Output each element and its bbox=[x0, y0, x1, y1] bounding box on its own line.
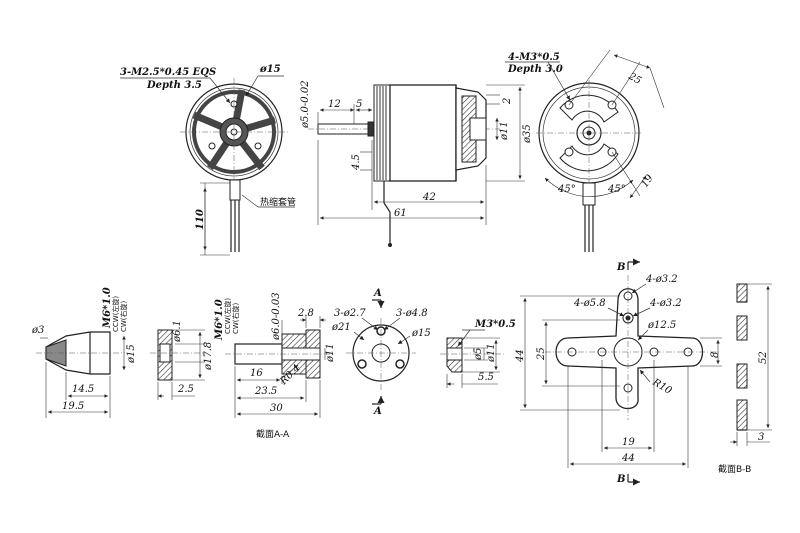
mount-hole-1: 4-ø3.2 bbox=[645, 274, 678, 285]
mount-section-b-bottom: B bbox=[616, 474, 625, 485]
nut-dim-11: ø11 bbox=[486, 343, 497, 363]
mount-dim-8: 8 bbox=[710, 352, 721, 358]
mount-dim-44-v: 44 bbox=[515, 349, 526, 363]
mount-dim-25: 25 bbox=[536, 347, 547, 361]
adapter-dim-16: 16 bbox=[250, 368, 263, 379]
mount-section-bb: 52 3 截面B-B bbox=[718, 283, 772, 475]
motor-side-view: 61 42 12 5 ø5.0-0.02 4.5 2 ø11 ø35 bbox=[300, 80, 533, 247]
mount-dim-19: 19 bbox=[622, 437, 635, 448]
front-angle-2: 45° bbox=[607, 184, 626, 195]
mount-hole-3: 4-ø3.2 bbox=[649, 298, 682, 309]
motor-rear-view: 110 热缩套管 3-M2.5*0.45 EQS Depth 3.5 ø15 bbox=[120, 64, 296, 256]
adapter-dim-2-8: 2.8 bbox=[297, 308, 314, 319]
front-angle-1: 45° bbox=[557, 184, 576, 195]
prop-collar: ø6.1 ø17.8 2.5 bbox=[150, 320, 214, 400]
front-dim-25: 25 bbox=[626, 71, 643, 87]
side-dim-5: 5 bbox=[356, 99, 362, 110]
flange-section-a-top: A bbox=[373, 288, 382, 299]
adapter-dim-6: ø6.0-0.03 bbox=[271, 292, 282, 341]
mount-section-b-top: B bbox=[616, 262, 625, 273]
mount-dim-12-5: ø12.5 bbox=[647, 320, 676, 331]
rear-depth-note: Depth 3.5 bbox=[146, 80, 202, 91]
sleeve-label: 热缩套管 bbox=[260, 196, 296, 208]
side-dim-4-5: 4.5 bbox=[351, 154, 362, 171]
spinner-cone: ø3 M6*1.0 CCW(左旋) CW(右旋) ø15 14.5 19.5 bbox=[31, 287, 137, 418]
collar-dim-6-1: ø6.1 bbox=[172, 320, 183, 343]
flange-dim-21: ø21 bbox=[331, 322, 351, 333]
side-dim-35: ø35 bbox=[522, 124, 533, 144]
side-shaft-dia: ø5.0-0.02 bbox=[300, 80, 311, 129]
flange-dim-15: ø15 bbox=[411, 328, 431, 339]
spinner-thread: M6*1.0 bbox=[102, 287, 113, 329]
rear-dia-label: ø15 bbox=[259, 64, 281, 75]
section-dim-52: 52 bbox=[758, 351, 769, 364]
nut-dim-5: ø5 bbox=[473, 348, 484, 361]
side-dim-2: 2 bbox=[502, 98, 513, 105]
prop-adapter: M6*1.0 CCW(左旋) CW(右旋) ø6.0-0.03 2.8 ø11 … bbox=[214, 292, 336, 440]
side-dim-11: ø11 bbox=[499, 121, 510, 141]
nut-dim-5-5: 5.5 bbox=[478, 372, 494, 383]
adapter-dim-30: 30 bbox=[270, 403, 283, 414]
side-dim-61: 61 bbox=[394, 208, 407, 219]
rear-thread-note: 3-M2.5*0.45 EQS bbox=[120, 67, 216, 78]
spinner-dim-d3: ø3 bbox=[31, 325, 44, 336]
lead-length-label: 110 bbox=[195, 209, 206, 230]
flange-holes-1: 3-ø2.7 bbox=[334, 308, 366, 319]
spinner-dim-19-5: 19.5 bbox=[62, 401, 84, 412]
lock-nut: M3*0.5 ø5 ø11 5.5 bbox=[440, 319, 516, 388]
adapter-ccw: CCW(左旋) bbox=[223, 298, 232, 334]
mount-section-label: 截面B-B bbox=[718, 463, 751, 475]
spinner-ccw: CCW(左旋) bbox=[111, 296, 120, 332]
collar-dim-2-5: 2.5 bbox=[177, 384, 194, 395]
adapter-cw: CW(右旋) bbox=[231, 302, 240, 334]
section-dim-3: 3 bbox=[758, 432, 764, 443]
adapter-dim-11: ø11 bbox=[325, 343, 336, 363]
adapter-flange: A A 3-ø2.7 3-ø4.8 ø21 ø15 bbox=[331, 288, 431, 417]
adapter-dim-23-5: 23.5 bbox=[254, 386, 277, 397]
spinner-cw: CW(右旋) bbox=[119, 300, 128, 332]
motor-front-view: 4-M3*0.5 Depth 3.0 25 19 45° 45° bbox=[505, 49, 665, 252]
side-dim-12: 12 bbox=[328, 99, 341, 110]
cross-mount: B B 4-ø3.2 4-ø5.8 4-ø3.2 ø12.5 R10 44 25… bbox=[515, 258, 722, 486]
spinner-dim-14-5: 14.5 bbox=[72, 384, 94, 395]
adapter-section: 截面A-A bbox=[256, 428, 290, 440]
front-dim-19: 19 bbox=[639, 172, 656, 189]
collar-dim-17-8: ø17.8 bbox=[203, 342, 214, 371]
flange-holes-2: 3-ø4.8 bbox=[396, 308, 428, 319]
front-depth-note: Depth 3.0 bbox=[507, 64, 563, 75]
mount-hole-2: 4-ø5.8 bbox=[573, 298, 606, 309]
flange-section-a-bottom: A bbox=[373, 406, 382, 417]
adapter-thread: M6*1.0 bbox=[214, 299, 225, 341]
spinner-dim-15: ø15 bbox=[126, 344, 137, 364]
front-thread-note: 4-M3*0.5 bbox=[508, 52, 560, 63]
side-dim-42: 42 bbox=[422, 192, 436, 203]
mount-dim-r10: R10 bbox=[650, 377, 674, 397]
nut-thread: M3*0.5 bbox=[474, 319, 516, 330]
mount-dim-44-h: 44 bbox=[621, 453, 635, 464]
